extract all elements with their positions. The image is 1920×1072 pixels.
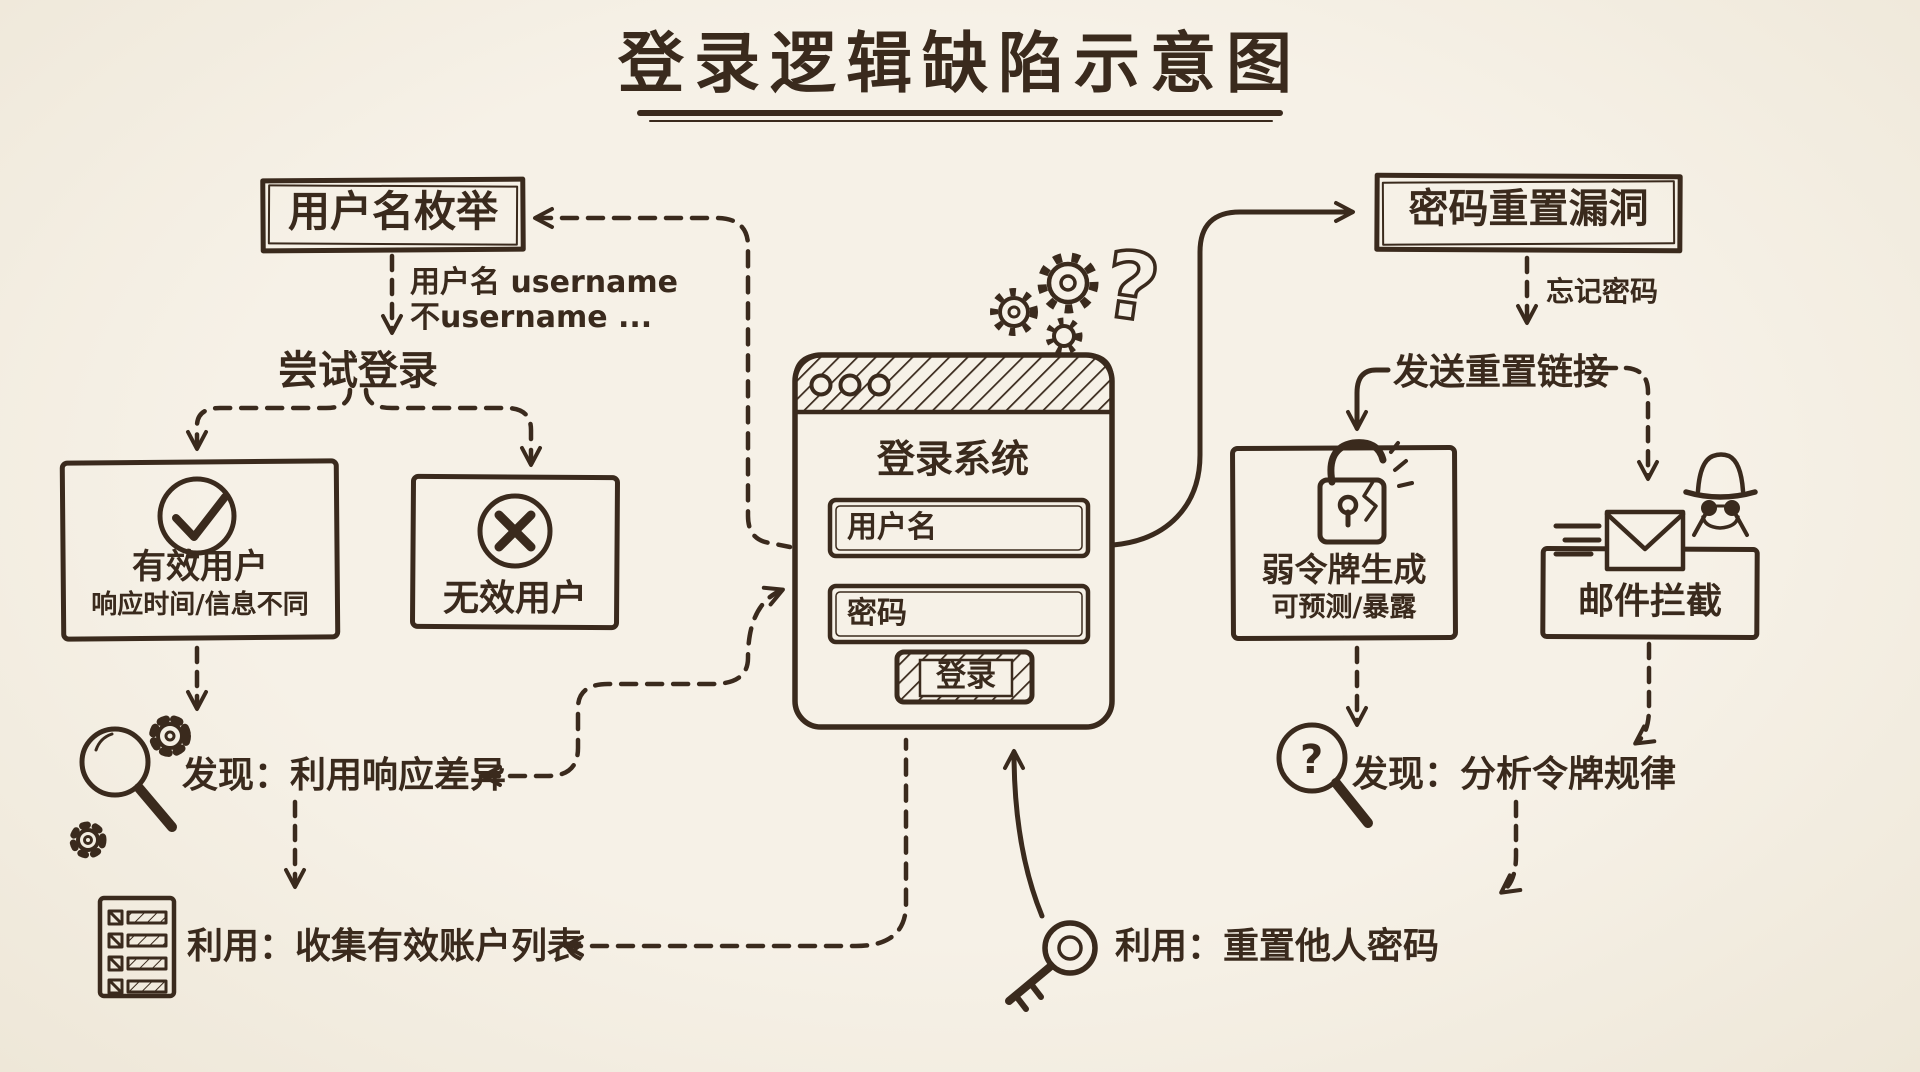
- gears-icon: [990, 252, 1099, 355]
- window-buttons[interactable]: [809, 373, 891, 397]
- forgot-password-label: 忘记密码: [1546, 275, 1659, 308]
- arrow-right-mid: [1499, 799, 1523, 895]
- login-window: [792, 352, 1115, 730]
- send-reset-link-label: 发送重置链接: [1393, 352, 1610, 393]
- login-window-title: 登录系统: [876, 437, 1029, 481]
- username-input-label[interactable]: 用户名: [847, 510, 937, 545]
- arrow-to-reset: [1110, 201, 1355, 548]
- broken-lock-icon: [1317, 439, 1414, 545]
- reset-box-frame: [1374, 172, 1683, 254]
- discover-right-label: 发现：分析令牌规律: [1352, 754, 1677, 795]
- exploit-right-label: 利用：重置他人密码: [1115, 926, 1440, 967]
- magnifier-question-glyph: ?: [1300, 737, 1323, 783]
- exploit-left-label: 利用：收集有效账户列表: [187, 926, 584, 967]
- arrow-branch-valid: [186, 387, 353, 451]
- attempt-note-line2: 不username ...: [410, 300, 653, 335]
- arrow-to-enum: [533, 207, 793, 550]
- login-button[interactable]: [894, 649, 1035, 705]
- mail-icon: [1553, 509, 1686, 572]
- mail-intercept-title: 邮件拦截: [1577, 581, 1722, 622]
- valid-user-box-frame: [59, 458, 341, 642]
- arrow-send-mail: [1599, 365, 1659, 481]
- invalid-user-title: 无效用户: [442, 578, 587, 619]
- reset-box-label: 密码重置漏洞: [1408, 186, 1649, 232]
- page-title: 登录逻辑缺陷示意图: [618, 25, 1302, 102]
- valid-user-title: 有效用户: [132, 547, 268, 587]
- checklist-icon: [97, 895, 177, 999]
- x-circle-icon: [477, 493, 553, 569]
- username-input[interactable]: [827, 497, 1091, 559]
- check-circle-icon: [157, 476, 237, 556]
- question-mark-icon: ?: [1098, 230, 1166, 343]
- password-input[interactable]: [827, 583, 1091, 645]
- weak-token-title: 弱令牌生成: [1261, 550, 1427, 589]
- arrow-up-window: [1003, 749, 1045, 919]
- connectors: [186, 201, 1659, 957]
- spy-icon: [1683, 452, 1758, 537]
- title-underline: [637, 110, 1283, 122]
- arrow-send-weak: [1346, 367, 1391, 431]
- search-gears-icon: [69, 715, 191, 859]
- try-login-label: 尝试登录: [278, 348, 438, 394]
- magnifier-question-icon: [1276, 722, 1373, 828]
- arrow-branch-invalid: [363, 387, 542, 467]
- arrow-discover-left: [481, 585, 785, 787]
- discover-left-label: 发现：利用响应差异: [182, 755, 507, 796]
- valid-user-subtitle: 响应时间/信息不同: [91, 590, 309, 620]
- window-titlebar: [792, 352, 1115, 415]
- login-button-label[interactable]: 登录: [936, 659, 996, 694]
- enum-box-label: 用户名枚举: [287, 187, 498, 236]
- arrow-exploit-left: [563, 737, 909, 957]
- enum-box-frame: [260, 176, 526, 254]
- attempt-note-line1: 用户名 username: [410, 265, 679, 300]
- weak-token-subtitle: 可预测/暴露: [1271, 592, 1417, 623]
- key-icon: [1005, 920, 1098, 1012]
- arrow-mail-down: [1633, 641, 1657, 746]
- password-input-label[interactable]: 密码: [847, 596, 907, 631]
